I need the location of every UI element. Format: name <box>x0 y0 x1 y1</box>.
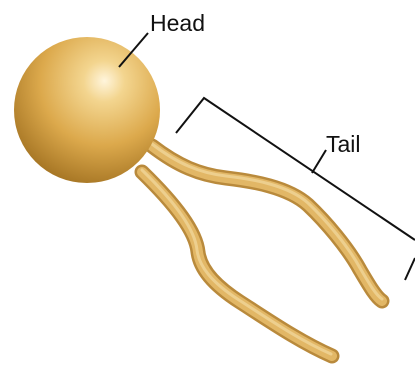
head-sphere <box>14 37 160 183</box>
tail-label: Tail <box>326 133 361 156</box>
tail-bracket-end <box>405 258 415 280</box>
tail-leader-line <box>312 150 326 173</box>
head-label: Head <box>150 12 205 35</box>
